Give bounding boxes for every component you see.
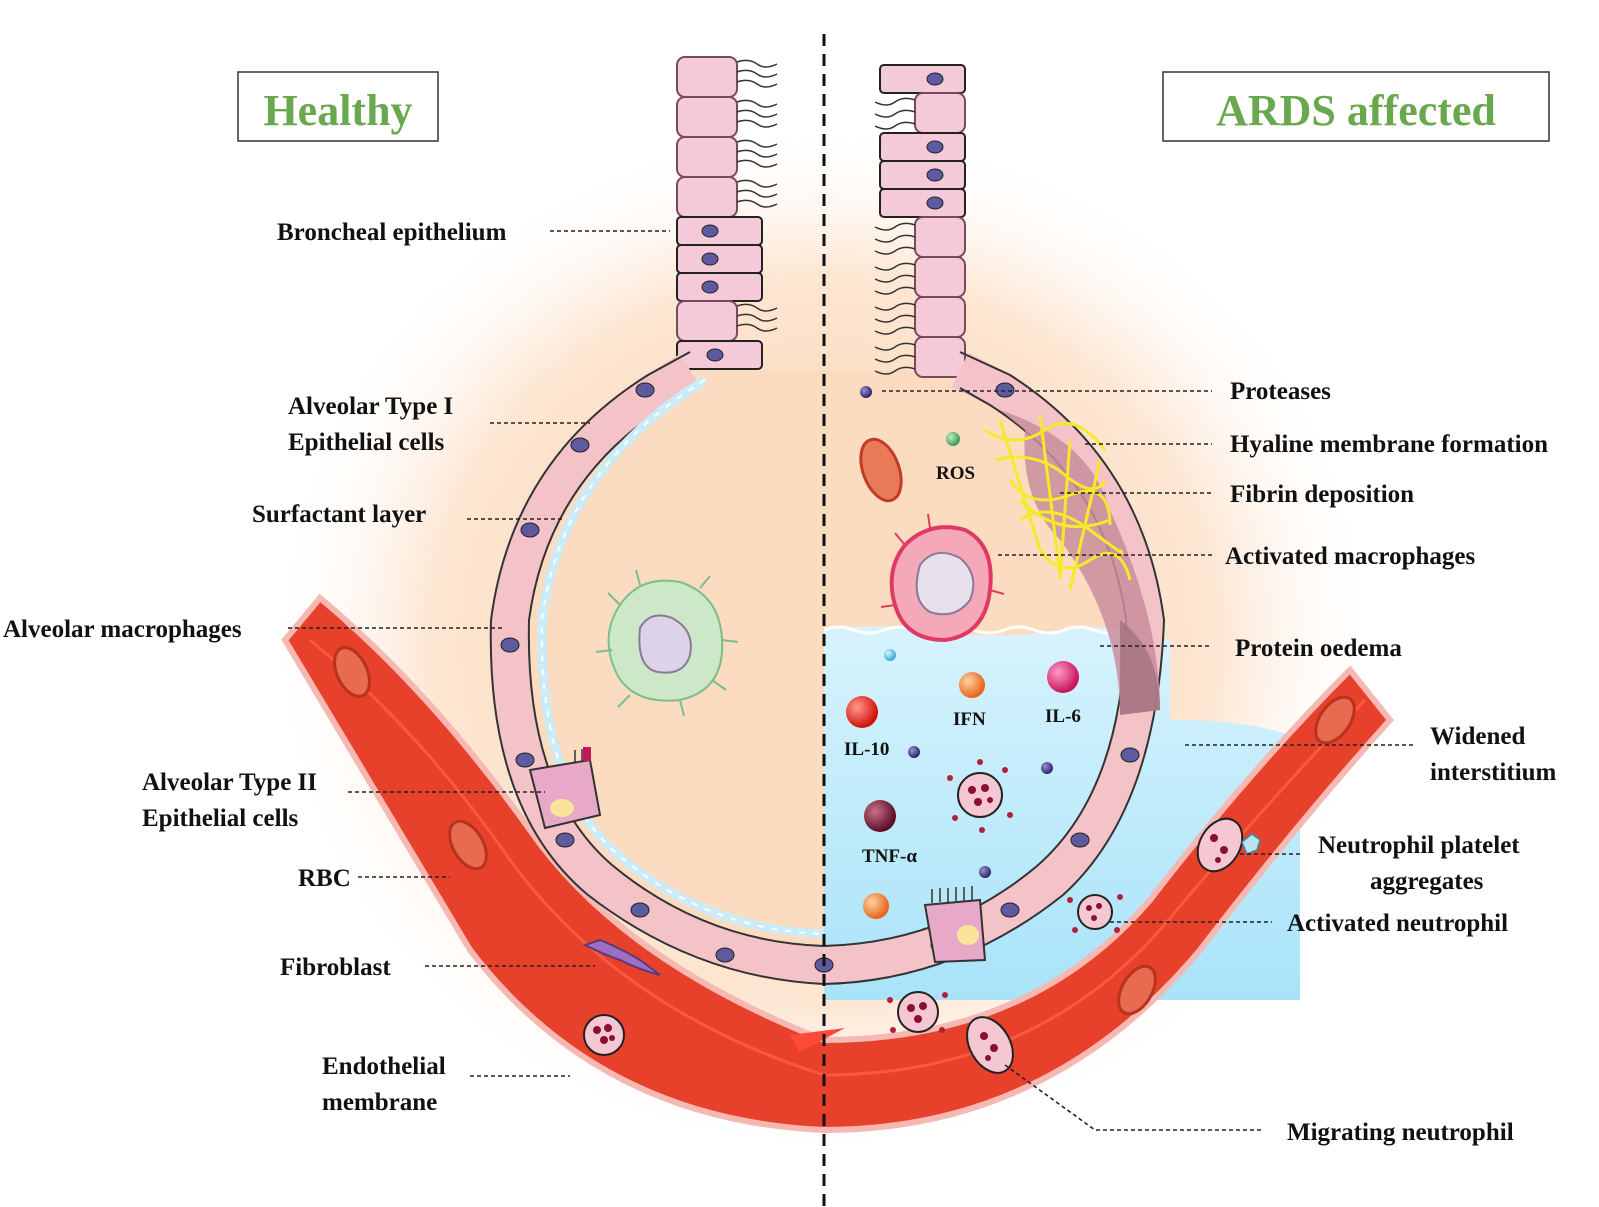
- label-endothelial-line1: Endothelial: [322, 1053, 446, 1080]
- ros-dot: [946, 432, 960, 446]
- rbc-cell: [333, 646, 371, 698]
- label-fibroblast: Fibroblast: [280, 954, 391, 981]
- label-migrating-neutrophil: Migrating neutrophil: [1287, 1119, 1514, 1146]
- rbc-cell: [859, 437, 903, 503]
- label-type1-line2: Epithelial cells: [288, 429, 445, 456]
- neutrophil-platelet-aggregate: [1196, 817, 1261, 873]
- label-fibrin: Fibrin deposition: [1230, 481, 1414, 508]
- orange-ball: [863, 893, 889, 919]
- label-tnf: TNF-α: [862, 846, 917, 867]
- label-type2-line2: Epithelial cells: [142, 805, 299, 832]
- cilia: [874, 97, 916, 375]
- purple-dot: [1041, 762, 1053, 774]
- type2-cell-left: [528, 747, 602, 830]
- molecule-labels: ROS IFN IL-6 IL-10 TNF-α: [844, 463, 1081, 867]
- neutrophil-in-vessel: [583, 1014, 625, 1056]
- rbc-group: [333, 437, 1356, 1016]
- right-labels: Proteases Hyaline membrane formation Fib…: [1225, 378, 1557, 1146]
- migrating-neutrophil: [966, 1016, 1014, 1074]
- ards-title: ARDS affected: [1216, 86, 1496, 135]
- label-hyaline: Hyaline membrane formation: [1230, 431, 1548, 458]
- ards-title-box: [1162, 71, 1550, 142]
- type2-cell-right: [923, 886, 987, 964]
- label-widened-line2: interstitium: [1430, 759, 1557, 786]
- bronchial-right-column: [874, 64, 966, 378]
- activated-neutrophil-alveolus: [947, 759, 1013, 833]
- oedema-surface-wave: [824, 625, 1155, 635]
- label-type2-line1: Alveolar Type II: [142, 769, 317, 796]
- blue-dot: [884, 649, 896, 661]
- label-endothelial-line2: membrane: [322, 1089, 437, 1116]
- label-il6: IL-6: [1045, 706, 1081, 727]
- label-alveolar-macrophages: Alveolar macrophages: [3, 616, 242, 643]
- blood-flow-arrow: [790, 1028, 845, 1052]
- cilia: [736, 59, 778, 332]
- right-leaders: [882, 390, 1415, 1131]
- label-proteases: Proteases: [1230, 378, 1331, 405]
- alveolar-macrophage: [595, 569, 739, 717]
- label-il10: IL-10: [844, 739, 889, 760]
- activated-macrophage: [880, 513, 1005, 643]
- label-npa-line2: aggregates: [1370, 868, 1484, 895]
- rbc-cell: [1314, 695, 1356, 745]
- label-ros: ROS: [936, 463, 975, 484]
- label-bronchial-epithelium: Broncheal epithelium: [277, 219, 507, 246]
- fibrin-strands: [984, 414, 1132, 591]
- il6-ball: [1047, 661, 1079, 693]
- ifn-ball: [959, 672, 985, 698]
- label-ifn: IFN: [953, 709, 986, 730]
- label-activated-neutrophil: Activated neutrophil: [1287, 910, 1508, 937]
- protease-dot: [860, 386, 872, 398]
- label-activated-macrophages: Activated macrophages: [1225, 543, 1475, 570]
- bronchial-epithelium: [676, 56, 966, 378]
- healthy-title-box: [237, 71, 439, 142]
- purple-dot: [908, 746, 920, 758]
- il10-ball: [846, 696, 878, 728]
- blood-vessel: [281, 593, 1394, 1134]
- label-widened-line1: Widened: [1430, 723, 1525, 750]
- rbc-cell: [1117, 964, 1157, 1016]
- tnf-ball: [864, 800, 896, 832]
- label-protein-oedema: Protein oedema: [1235, 635, 1402, 662]
- activated-neutrophil-vessel: [1067, 894, 1123, 933]
- label-type1-line1: Alveolar Type I: [288, 393, 453, 420]
- neutrophil-near-wall: [887, 991, 948, 1033]
- neutrophils: [583, 759, 1261, 1074]
- healthy-title: Healthy: [263, 86, 412, 135]
- purple-dot: [979, 866, 991, 878]
- bronchial-left-column: [676, 56, 778, 370]
- left-labels: Broncheal epithelium Alveolar Type I Epi…: [3, 219, 507, 1116]
- fibroblast: [582, 938, 661, 976]
- label-npa-line1: Neutrophil platelet: [1318, 832, 1520, 859]
- molecules: [846, 386, 1079, 919]
- rbc-cell: [448, 819, 488, 871]
- left-leaders: [288, 230, 670, 1077]
- label-surfactant: Surfactant layer: [252, 501, 426, 528]
- label-rbc: RBC: [298, 865, 351, 892]
